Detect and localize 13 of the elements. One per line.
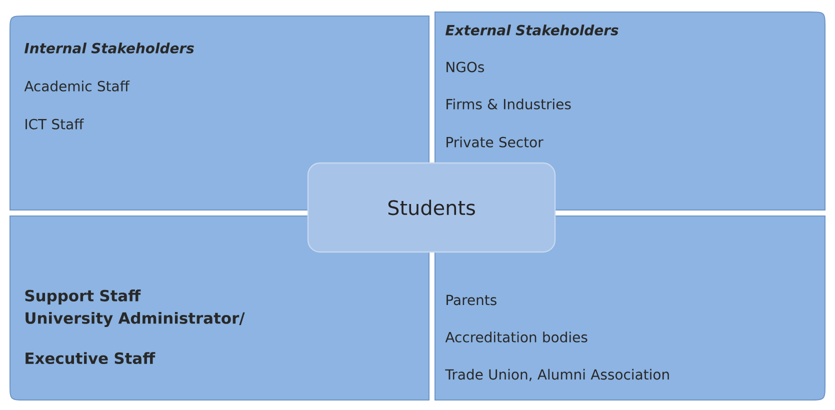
center-box: Students	[307, 162, 556, 253]
list-item: NGOs	[446, 62, 484, 72]
list-item: Parents	[446, 294, 496, 306]
list-item: Accreditation bodies	[445, 332, 588, 342]
list-item: Trade Union, Alumni Association	[445, 368, 669, 382]
list-item: ICT Staff	[26, 118, 84, 130]
list-item: University Administrator/ Executive Staff	[26, 312, 245, 364]
heading: Internal Stakeholders	[24, 42, 194, 54]
heading: External Stakeholders	[446, 24, 618, 36]
list-item: Private Sector	[446, 136, 544, 148]
list-item: Support Staff	[25, 290, 141, 304]
list-item: Firms & Industries	[446, 98, 571, 110]
list-item: Academic Staff	[24, 80, 130, 92]
